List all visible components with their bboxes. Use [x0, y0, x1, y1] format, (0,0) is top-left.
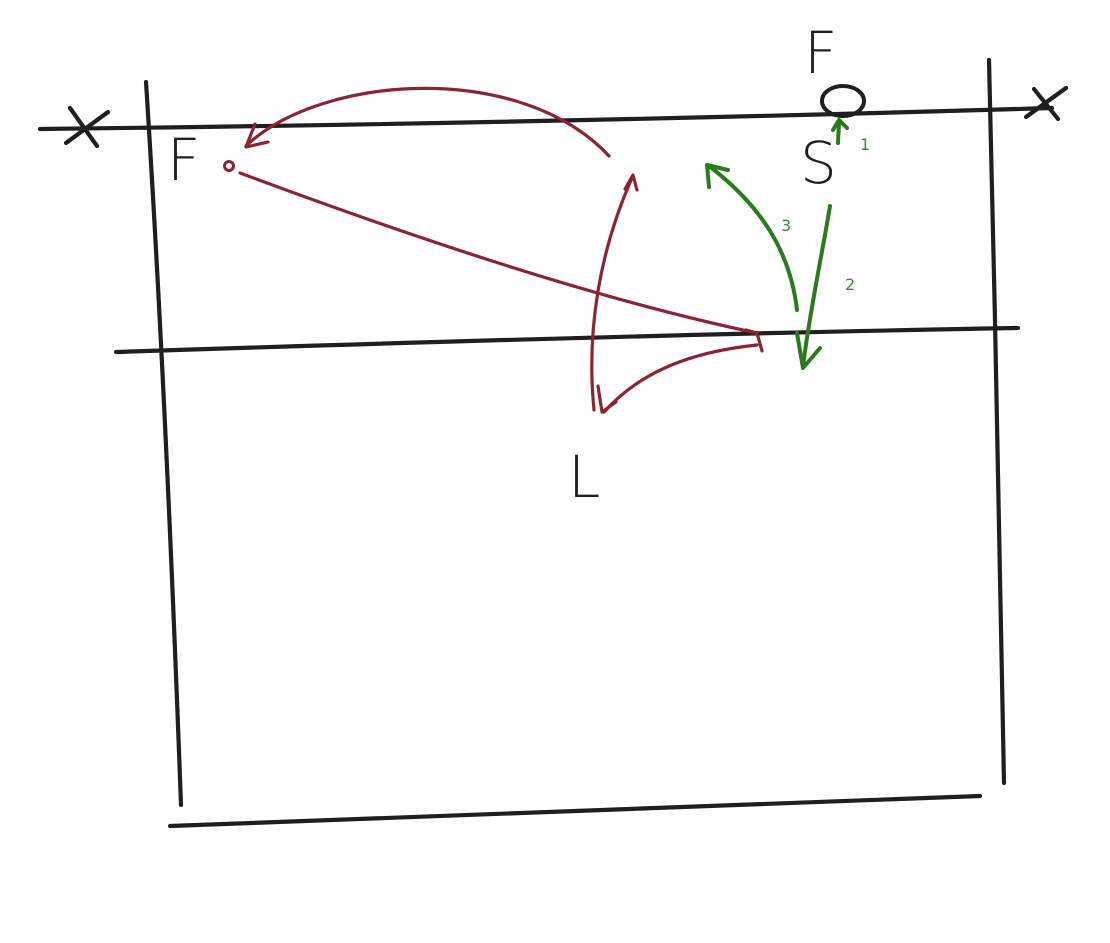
green-path-1: [836, 120, 841, 145]
green-arrowhead-1: [831, 118, 849, 132]
red-return-to-l: [602, 343, 759, 414]
court-right-sideline: [986, 57, 1007, 786]
court-lines: [37, 57, 1055, 829]
court-left-sideline: [143, 79, 184, 808]
green-path-3: [707, 164, 799, 312]
red-arc-over-top: [244, 86, 611, 158]
red-movement-paths: [223, 86, 764, 414]
label-f-left: F: [167, 126, 200, 194]
green-arrowhead-3: [705, 163, 730, 189]
green-arrowhead-2: [795, 331, 822, 370]
red-start-point: [223, 160, 235, 172]
red-diagonal-path: [238, 171, 759, 335]
green-path-2: [801, 204, 832, 368]
label-x-left: X: [64, 92, 104, 160]
x-marker-right: [1023, 85, 1069, 122]
green-movement-paths: [705, 118, 849, 370]
red-diagonal-arrowhead: [744, 328, 764, 353]
red-l-up-arrowhead: [623, 173, 639, 192]
label-f-top: F: [804, 19, 837, 87]
sequence-number-3: 3: [781, 216, 791, 235]
red-l-up-path: [590, 176, 634, 412]
sequence-number-1: 1: [860, 135, 870, 154]
x-marker-left: [63, 105, 111, 149]
label-x-right: X: [1024, 62, 1064, 130]
net-line: [37, 105, 1055, 132]
player-marker-circle: [820, 84, 866, 118]
red-l-arrowhead: [596, 384, 618, 414]
sequence-number-2: 2: [845, 275, 855, 294]
baseline: [167, 793, 983, 829]
attack-line: [113, 325, 1021, 355]
red-arc-arrowhead: [244, 122, 270, 149]
label-l: L: [568, 443, 600, 511]
label-s: S: [800, 129, 837, 197]
